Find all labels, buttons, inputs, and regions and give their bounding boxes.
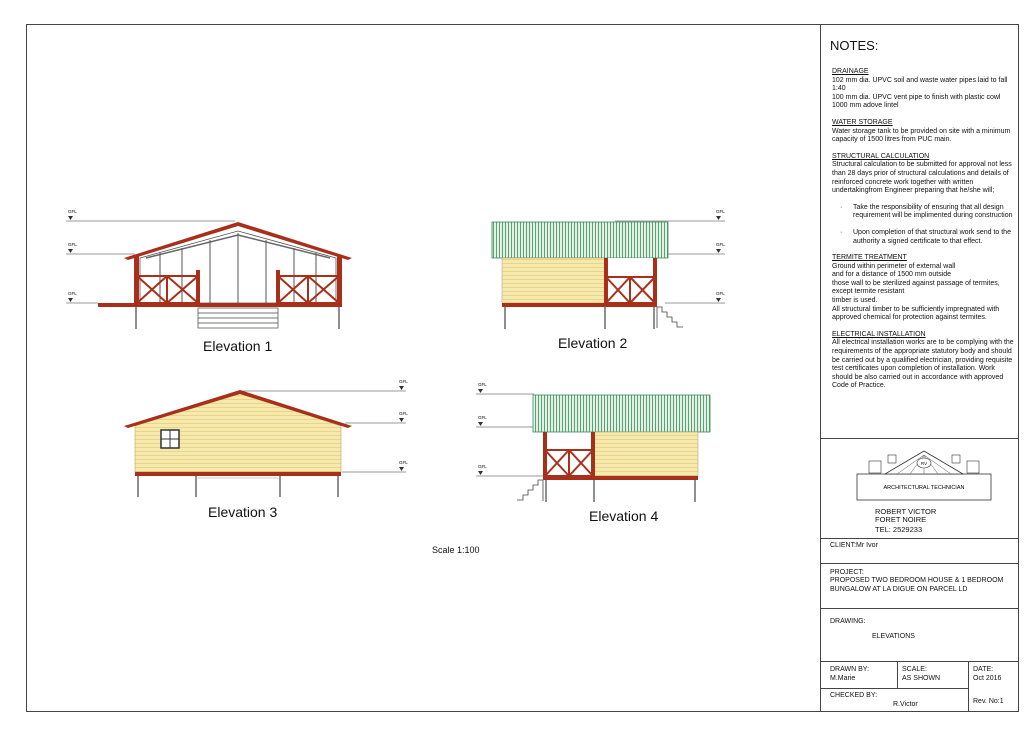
scale-label: SCALE:: [902, 666, 927, 673]
structural-text: Structural calculation to be submitted f…: [832, 161, 1012, 195]
date-value: Oct 2016: [973, 675, 1002, 682]
electrical-heading: ELECTRICAL INSTALLATION: [832, 330, 926, 338]
logo-initials: RV: [921, 461, 927, 466]
revision: Rev. No:1: [973, 698, 1004, 705]
checked-by-value: R.Victor: [893, 701, 918, 708]
structural-bullet-1: ·Take the responsibility of ensuring tha…: [840, 203, 1013, 220]
sheet-border: [26, 24, 1019, 712]
divider: [820, 688, 968, 689]
elevation-4-label: Elevation 4: [589, 508, 659, 524]
level-tag: GFL: [399, 411, 408, 416]
level-tag: GFL: [478, 382, 487, 387]
date-label: DATE:: [973, 666, 994, 673]
level-tag: GFL: [716, 291, 725, 296]
water-storage-heading: WATER STORAGE: [832, 118, 893, 126]
elevation-2-label: Elevation 2: [558, 335, 628, 351]
drainage-heading: DRAINAGE: [832, 68, 869, 75]
level-tag: GFL: [399, 379, 408, 384]
logo-title: ARCHITECTURAL TECHNICIAN: [884, 485, 965, 491]
level-markers-e2: GFL GFL GFL: [615, 209, 725, 304]
level-tag: GFL: [68, 242, 77, 247]
elevation-3-drawing: GFL GFL GFL: [124, 379, 408, 497]
project-label: PROJECT:: [830, 569, 864, 576]
scale-value: AS SHOWN: [902, 675, 941, 682]
client: CLIENT:Mr Ivor: [830, 542, 878, 549]
elevation-2-drawing: GFL GFL GFL: [491, 209, 725, 329]
level-tag: GFL: [68, 209, 77, 214]
level-markers-e3: GFL GFL GFL: [240, 379, 408, 473]
electrical-text: All electrical installation works are to…: [832, 339, 1014, 390]
elevation-3-label: Elevation 3: [208, 504, 278, 520]
divider: [820, 563, 1019, 564]
drainage-text: 102 mm dia. UPVC soil and waste water pi…: [832, 76, 1008, 110]
notes-panel: DRAINAGE 102 mm dia. UPVC soil and waste…: [832, 68, 1016, 399]
level-tag: GFL: [716, 242, 725, 247]
termite-text: Ground within perimeter of external wall…: [832, 262, 1000, 322]
notes-title: NOTES:: [830, 38, 879, 53]
company-tel: TEL: 2529233: [875, 525, 923, 534]
level-tag: GFL: [478, 464, 487, 469]
company-name: ROBERT VICTOR: [875, 507, 937, 516]
water-storage-text: Water storage tank to be provided on sit…: [832, 127, 1011, 144]
structural-bullet-2: ·Upon completion of that structural work…: [840, 228, 1011, 245]
drawn-by-value: M.Marie: [830, 675, 856, 682]
divider: [820, 538, 1019, 539]
project-text: PROPOSED TWO BEDROOM HOUSE & 1 BEDROOM B…: [830, 577, 1004, 593]
termite-heading: TERMITE TREATMENT: [832, 254, 907, 262]
divider: [897, 661, 898, 688]
divider: [968, 661, 969, 712]
checked-by-label: CHECKED BY:: [830, 692, 878, 699]
level-tag: GFL: [478, 415, 487, 420]
elevation-1-drawing: GFL GFL GFL: [66, 209, 352, 329]
drawn-by-label: DRAWN BY:: [830, 666, 870, 673]
elevation-1-label: Elevation 1: [203, 338, 273, 354]
level-markers-e4: GFL GFL GFL: [476, 382, 545, 477]
title-block: [820, 24, 1019, 712]
divider: [820, 661, 1019, 662]
company-logo: RV ARCHITECTURAL TECHNICIAN: [856, 450, 992, 501]
drawing-label: DRAWING:: [830, 618, 866, 625]
elevations-drawing: GFL GFL GFL: [66, 209, 725, 502]
structural-heading: STRUCTURAL CALCULATION: [832, 152, 930, 160]
company-location: FORET NOIRE: [875, 515, 927, 524]
level-tag: GFL: [399, 460, 408, 465]
divider: [820, 438, 1019, 439]
level-tag: GFL: [68, 291, 77, 296]
divider: [820, 608, 1019, 609]
drawing-scale: Scale 1:100: [432, 545, 480, 555]
structural-bullet-2-text: Upon completion of that structural work …: [853, 228, 1011, 245]
level-markers-e1: GFL GFL GFL: [66, 209, 235, 304]
elevation-4-drawing: GFL GFL GFL: [476, 382, 711, 502]
drawing-value: ELEVATIONS: [872, 633, 915, 640]
structural-bullet-1-text: Take the responsibility of ensuring that…: [853, 203, 1013, 220]
level-tag: GFL: [716, 209, 725, 214]
